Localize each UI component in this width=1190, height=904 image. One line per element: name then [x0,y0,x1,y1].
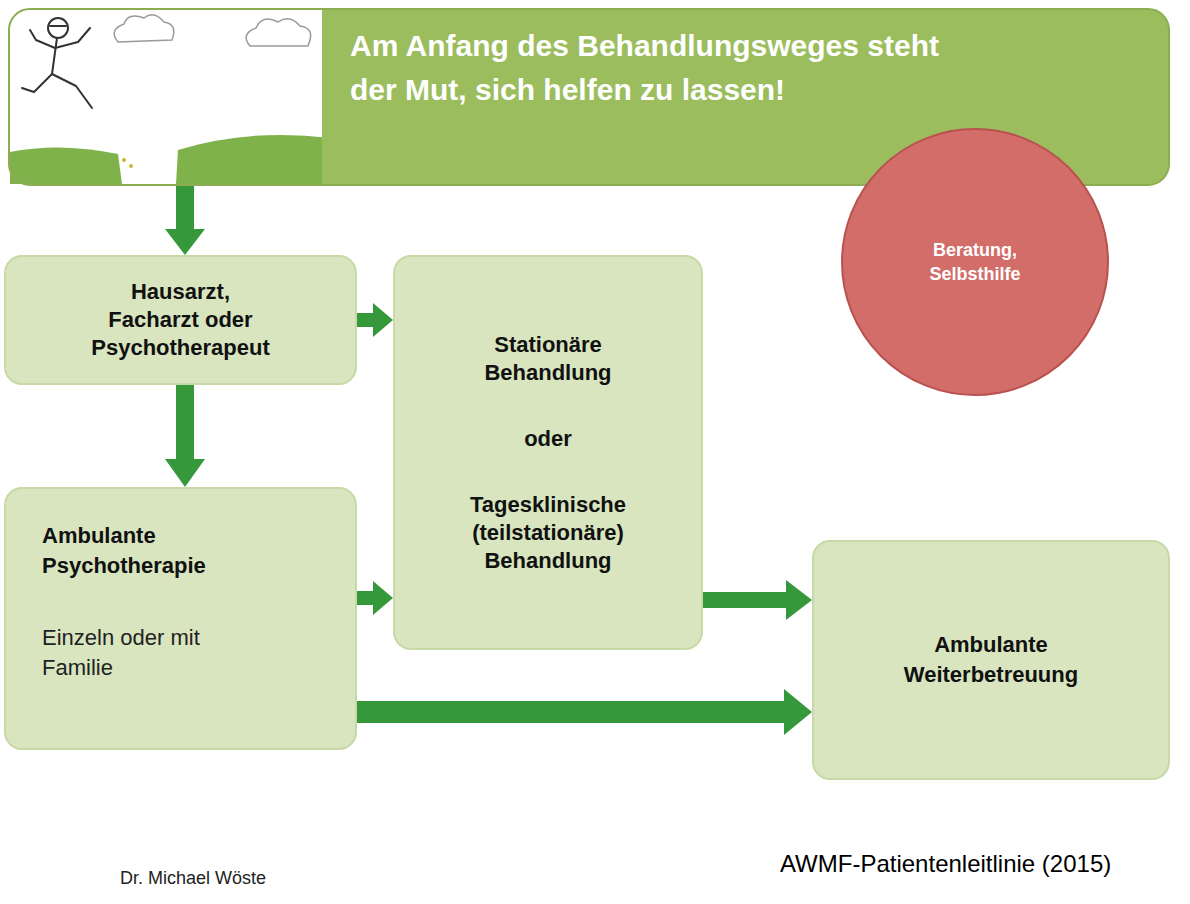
arrow-head [786,580,812,620]
arrow-head [784,689,812,735]
node-heading: Hausarzt, Facharzt oder Psychotherapeut [86,278,276,362]
node-heading: Ambulante Psychotherapie [42,521,242,581]
footer-label: AWMF-Patientenleitlinie (2015) [780,850,1111,878]
flow-arrow [165,385,205,487]
process-box: Ambulante PsychotherapieEinzeln oder mit… [4,487,357,750]
flow-arrow [357,689,812,735]
circle-outline [840,127,1110,397]
circle-shape [842,129,1108,395]
flow-arrow [357,303,393,337]
arrow-shaft [357,313,374,327]
node-heading: Stationäre Behandlung [448,331,648,387]
process-box: Hausarzt, Facharzt oder Psychotherapeut [4,255,357,385]
arrow-shaft [357,701,785,723]
arrow-shaft [357,591,374,605]
arrow-head [165,229,205,255]
arrow-head [165,459,205,487]
flow-arrow [357,581,393,615]
node-text: Einzeln oder mit Familie [42,623,242,683]
process-box: Ambulante Weiterbetreuung [812,540,1170,780]
node-heading: Am Anfang des Behandlungsweges steht der… [350,24,990,112]
arrow-shaft [176,186,194,230]
node-text: oder [448,425,648,453]
node-heading: Ambulante Weiterbetreuung [866,630,1116,690]
arrow-head [373,581,393,615]
node-text: Tagesklinische (teilstationäre) Behandlu… [448,491,648,575]
footer-label: Dr. Michael Wöste [120,868,266,889]
node-heading: Beratung, Selbsthilfe [910,238,1040,286]
arrow-shaft [703,592,787,608]
flow-arrow [165,186,205,255]
process-box: Stationäre Behandlung oderTagesklinische … [393,255,703,650]
info-circle: Beratung, Selbsthilfe [840,127,1110,397]
arrow-shaft [176,385,194,460]
arrow-head [373,303,393,337]
flow-arrow [703,580,812,620]
